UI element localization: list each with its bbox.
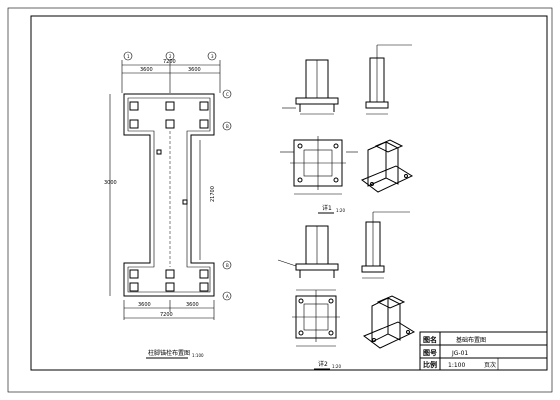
detail1-side-plate (365, 101, 389, 109)
plan-outline-inner (127, 97, 211, 293)
plan-anchor-mark (182, 199, 188, 205)
detail2-side-plate (361, 265, 385, 273)
detail1-scale: 1:20 (336, 208, 345, 213)
plan-scale: 1:100 (192, 353, 204, 358)
plan-dim-bottom-right: 3600 (186, 302, 199, 308)
detail-1: 详1 1:20 (280, 44, 414, 214)
detail1-isometric (360, 139, 414, 193)
grid-label-C: C (226, 92, 229, 97)
grid-label-B-bottom: B (226, 263, 229, 268)
plan-bottom-column-bases (129, 269, 209, 292)
sheet-outer-border (7, 7, 553, 393)
detail2-isometric (362, 295, 416, 349)
title-block-label-scale: 比例 (423, 360, 437, 369)
detail2-baseplate (295, 263, 339, 271)
detail2-scale: 1:20 (332, 364, 341, 369)
plan-title: 柱脚锚栓布置图 (148, 349, 190, 357)
title-block-label-name: 图名 (423, 335, 437, 344)
title-block-label-page: 页次 (484, 361, 496, 369)
plan-dim-top-total: 7200 (163, 59, 176, 65)
plan-outline-outer (123, 93, 215, 297)
plan-dim-left: 3000 (104, 180, 117, 186)
plan-top-column-bases (129, 101, 209, 129)
foundation-plan: 7200 3600 3600 1 2 3 C B B A (104, 51, 232, 359)
title-block: 图名 基础布置图 图号 JG-01 比例 1:100 页次 (419, 331, 548, 371)
plan-dim-bottom-total: 7200 (160, 312, 173, 318)
title-block-label-number: 图号 (423, 348, 437, 357)
detail2-title: 详2 (318, 360, 328, 368)
detail-2: 详2 1:20 (277, 211, 416, 370)
grid-bubble-2-top (165, 51, 175, 61)
detail1-baseplate (295, 97, 339, 105)
plan-dim-bottom-left: 3600 (138, 302, 151, 308)
plan-dim-top-left: 3600 (140, 67, 153, 73)
plan-anchor-mark (156, 149, 162, 155)
grid-bubble-3-top (207, 51, 217, 61)
grid-label-2-top: 2 (169, 54, 172, 59)
detail1-title: 详1 (322, 204, 332, 212)
grid-bubble-1-top (123, 51, 133, 61)
title-block-value-number: JG-01 (451, 350, 468, 357)
plan-dim-right: 21700 (210, 186, 216, 202)
grid-bubble-C (222, 89, 232, 99)
plan-dim-top-right: 3600 (188, 67, 201, 73)
grid-label-3-top: 3 (211, 54, 214, 59)
grid-label-1-top: 1 (127, 54, 130, 59)
grid-bubble-B-top (222, 121, 232, 131)
title-block-value-name: 基础布置图 (456, 336, 486, 344)
grid-bubble-A (222, 291, 232, 301)
grid-label-B-top: B (226, 124, 229, 129)
title-block-value-scale: 1:100 (448, 362, 465, 369)
grid-label-A: A (226, 294, 229, 299)
grid-bubble-B-bottom (222, 260, 232, 270)
sheet-inner-border (30, 15, 548, 371)
